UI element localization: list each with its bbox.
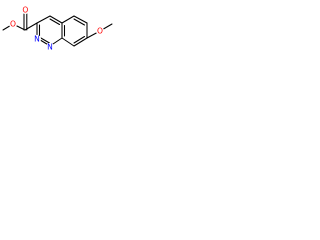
bond-c4a-c5	[61, 15, 75, 24]
atom-o-ester: O	[10, 20, 16, 29]
bond-c4-c4a-inner	[49, 18, 61, 26]
atom-labels: O O N N O	[8, 6, 105, 52]
bonds	[2, 12, 113, 47]
bond-n1-n2-inner	[39, 36, 51, 44]
bond-c5-c6-inner	[73, 18, 86, 26]
atom-n2: N	[34, 35, 40, 44]
atom-o-methoxy: O	[97, 27, 103, 36]
bond-carbonyl-c3	[24, 22, 38, 31]
molecule-structure: O O N N O	[2, 6, 113, 52]
bond-c7-c8	[73, 37, 88, 47]
bond-c4-c4a	[49, 15, 63, 24]
atom-o-carbonyl: O	[22, 6, 28, 15]
bond-c8-c8a	[61, 37, 75, 47]
bond-c5-c6	[73, 15, 88, 24]
bond-c7-c8-inner	[73, 35, 86, 44]
structure-canvas: O O N N O	[0, 0, 144, 74]
bond-c3-c4	[36, 15, 51, 24]
atom-n1: N	[47, 43, 53, 52]
